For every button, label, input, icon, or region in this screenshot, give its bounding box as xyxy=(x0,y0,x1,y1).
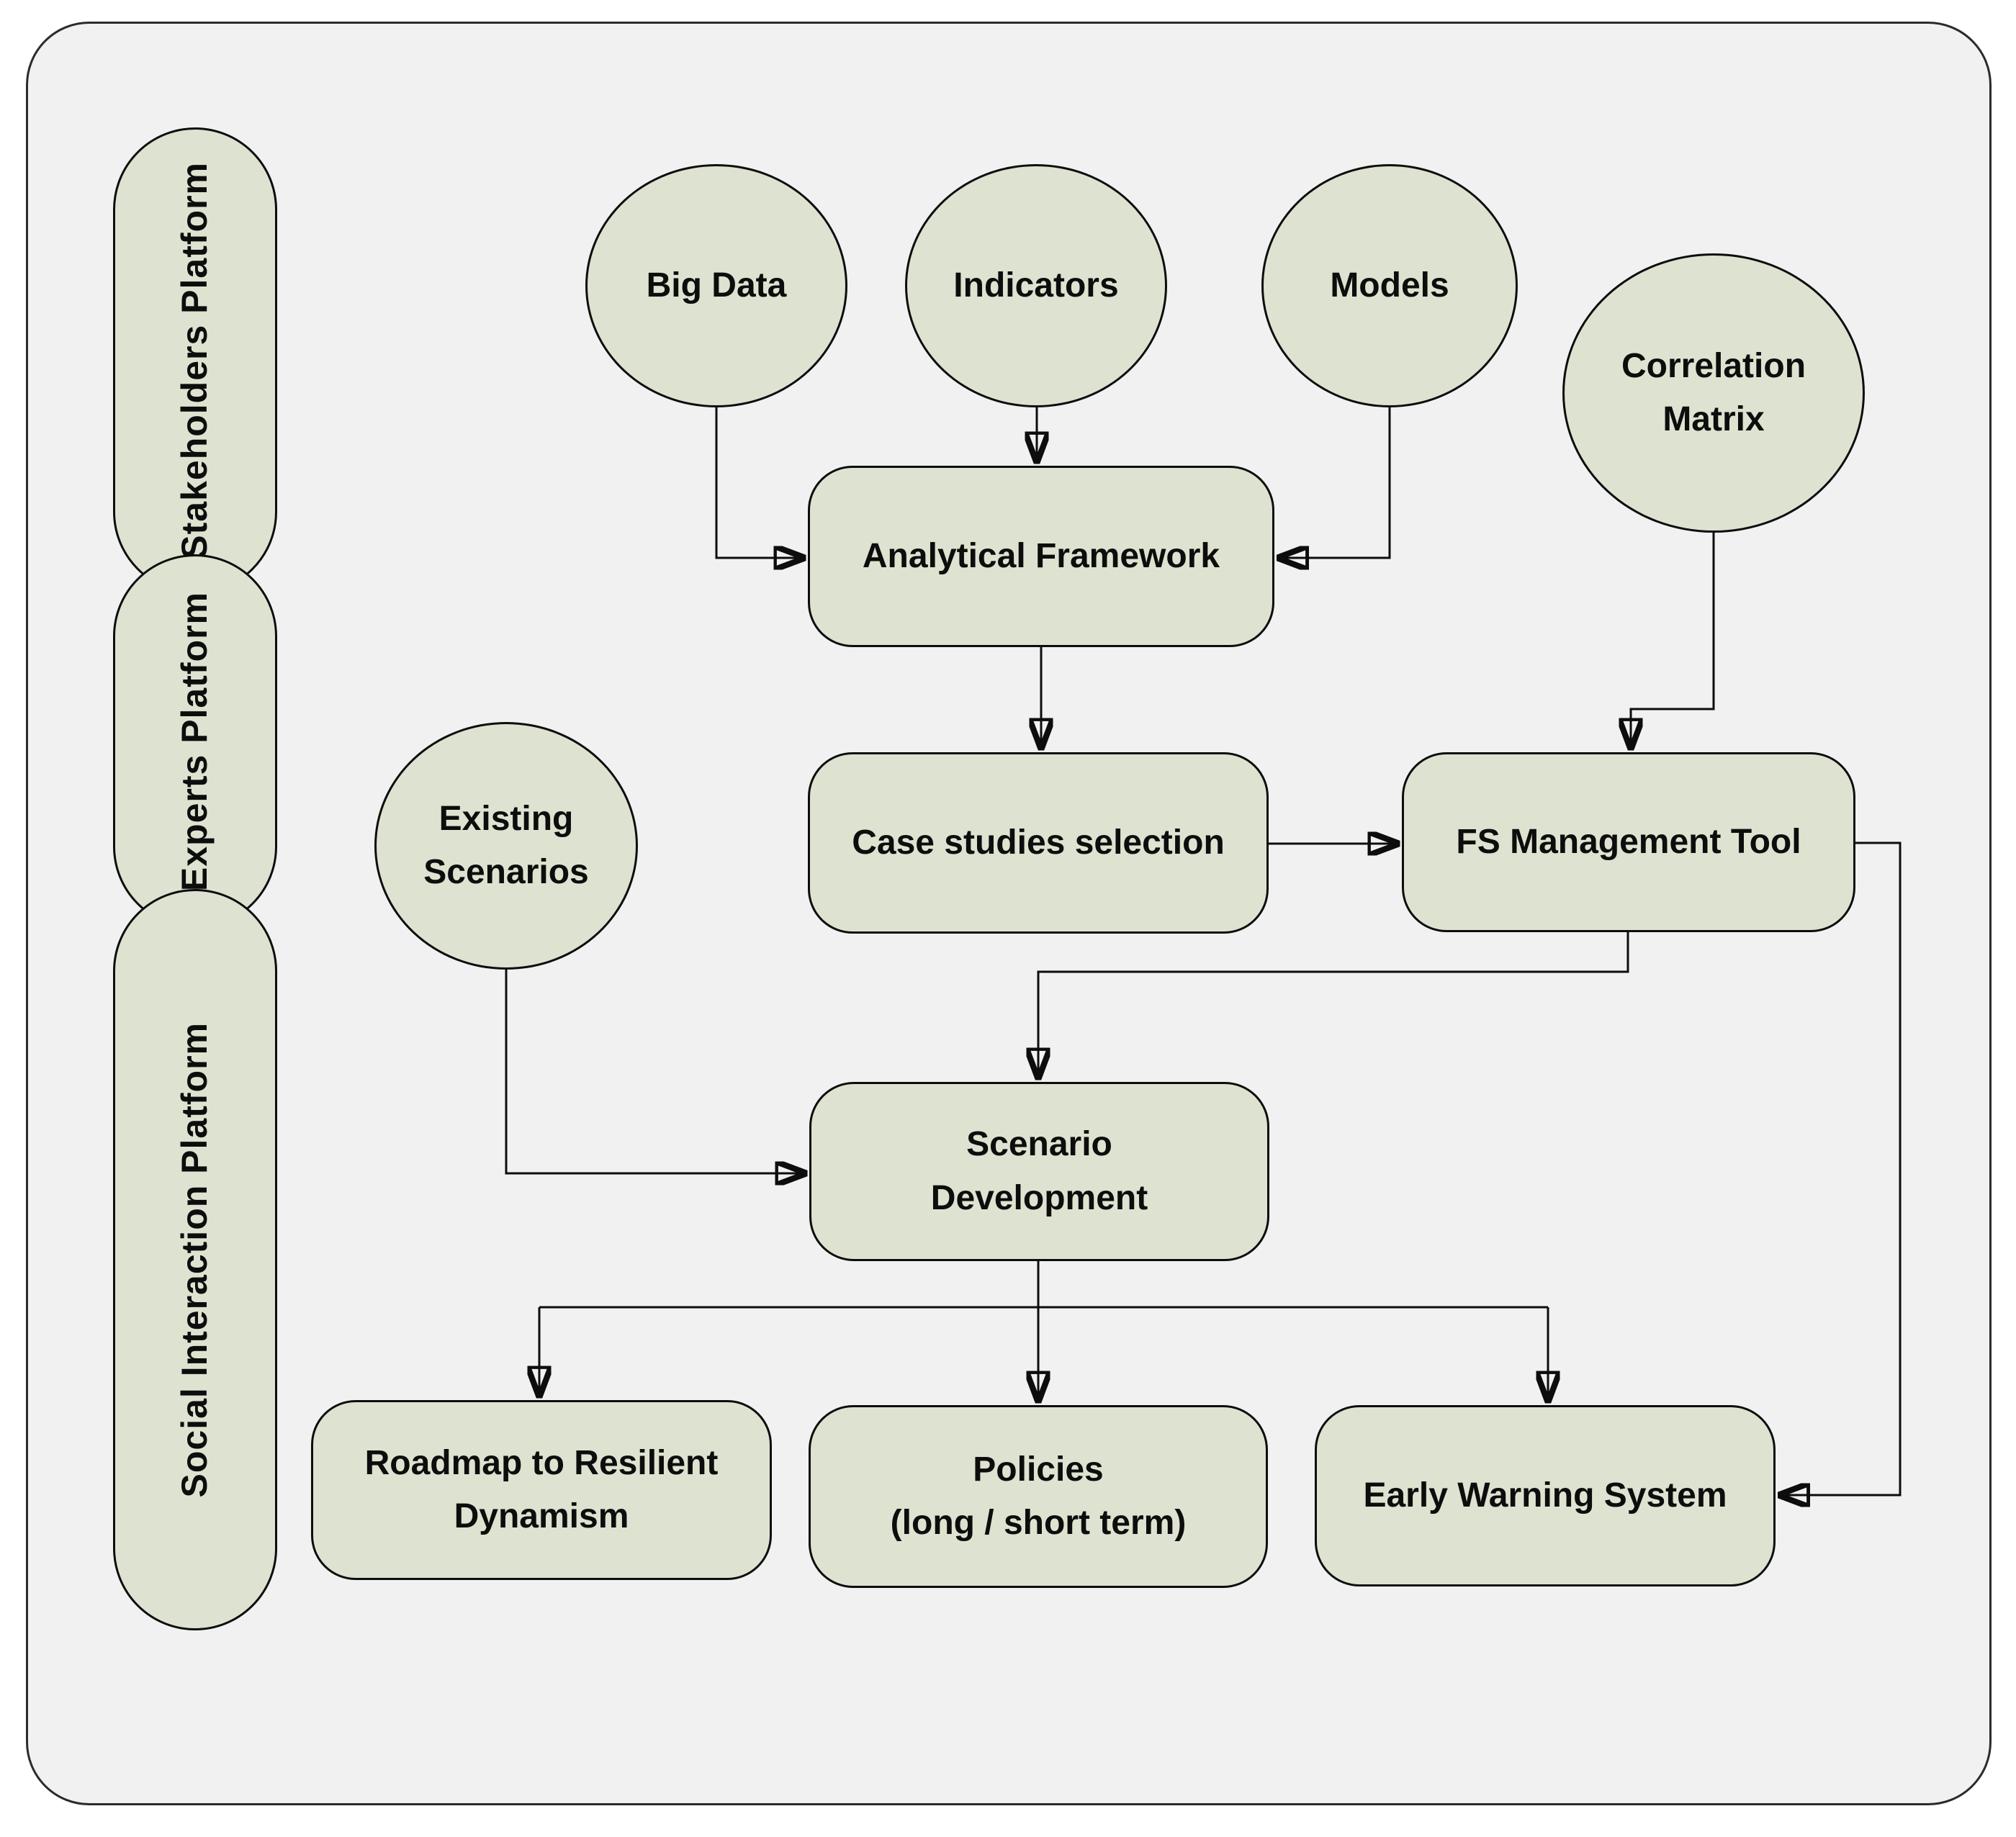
node-scenario-development-label: Scenario Development xyxy=(930,1125,1148,1217)
node-indicators: Indicators xyxy=(905,164,1167,407)
node-case-studies-selection-label: Case studies selection xyxy=(852,823,1225,862)
node-policies: Policies (long / short term) xyxy=(809,1405,1268,1588)
node-analytical-framework-label: Analytical Framework xyxy=(862,536,1220,575)
node-case-studies-selection: Case studies selection xyxy=(808,752,1269,934)
platform-stakeholders: Stakeholders Platform xyxy=(113,127,277,594)
node-models-label: Models xyxy=(1330,266,1449,304)
node-roadmap-resilient-dynamism-label: Roadmap to Resilient Dynamism xyxy=(364,1443,719,1535)
node-existing-scenarios-label: Existing Scenarios xyxy=(423,799,589,891)
node-analytical-framework: Analytical Framework xyxy=(808,466,1274,647)
node-fs-management-tool-label: FS Management Tool xyxy=(1456,822,1801,861)
node-early-warning-system: Early Warning System xyxy=(1315,1405,1776,1586)
platform-stakeholders-label: Stakeholders Platform xyxy=(174,162,215,559)
platform-experts: Experts Platform xyxy=(113,554,277,929)
node-roadmap-resilient-dynamism: Roadmap to Resilient Dynamism xyxy=(311,1400,772,1580)
node-existing-scenarios: Existing Scenarios xyxy=(374,722,638,970)
node-big-data: Big Data xyxy=(585,164,847,407)
node-early-warning-system-label: Early Warning System xyxy=(1363,1476,1727,1515)
node-fs-management-tool: FS Management Tool xyxy=(1402,752,1855,932)
platform-social-interaction: Social Interaction Platform xyxy=(113,889,277,1630)
platform-social-interaction-label: Social Interaction Platform xyxy=(174,1021,215,1498)
node-models: Models xyxy=(1261,164,1518,407)
node-scenario-development: Scenario Development xyxy=(809,1082,1269,1261)
platform-experts-label: Experts Platform xyxy=(174,591,215,892)
node-policies-label: Policies (long / short term) xyxy=(890,1450,1187,1542)
node-indicators-label: Indicators xyxy=(953,266,1119,304)
node-correlation-matrix-label: Correlation Matrix xyxy=(1621,346,1806,438)
node-correlation-matrix: Correlation Matrix xyxy=(1562,253,1865,533)
node-big-data-label: Big Data xyxy=(646,266,787,304)
